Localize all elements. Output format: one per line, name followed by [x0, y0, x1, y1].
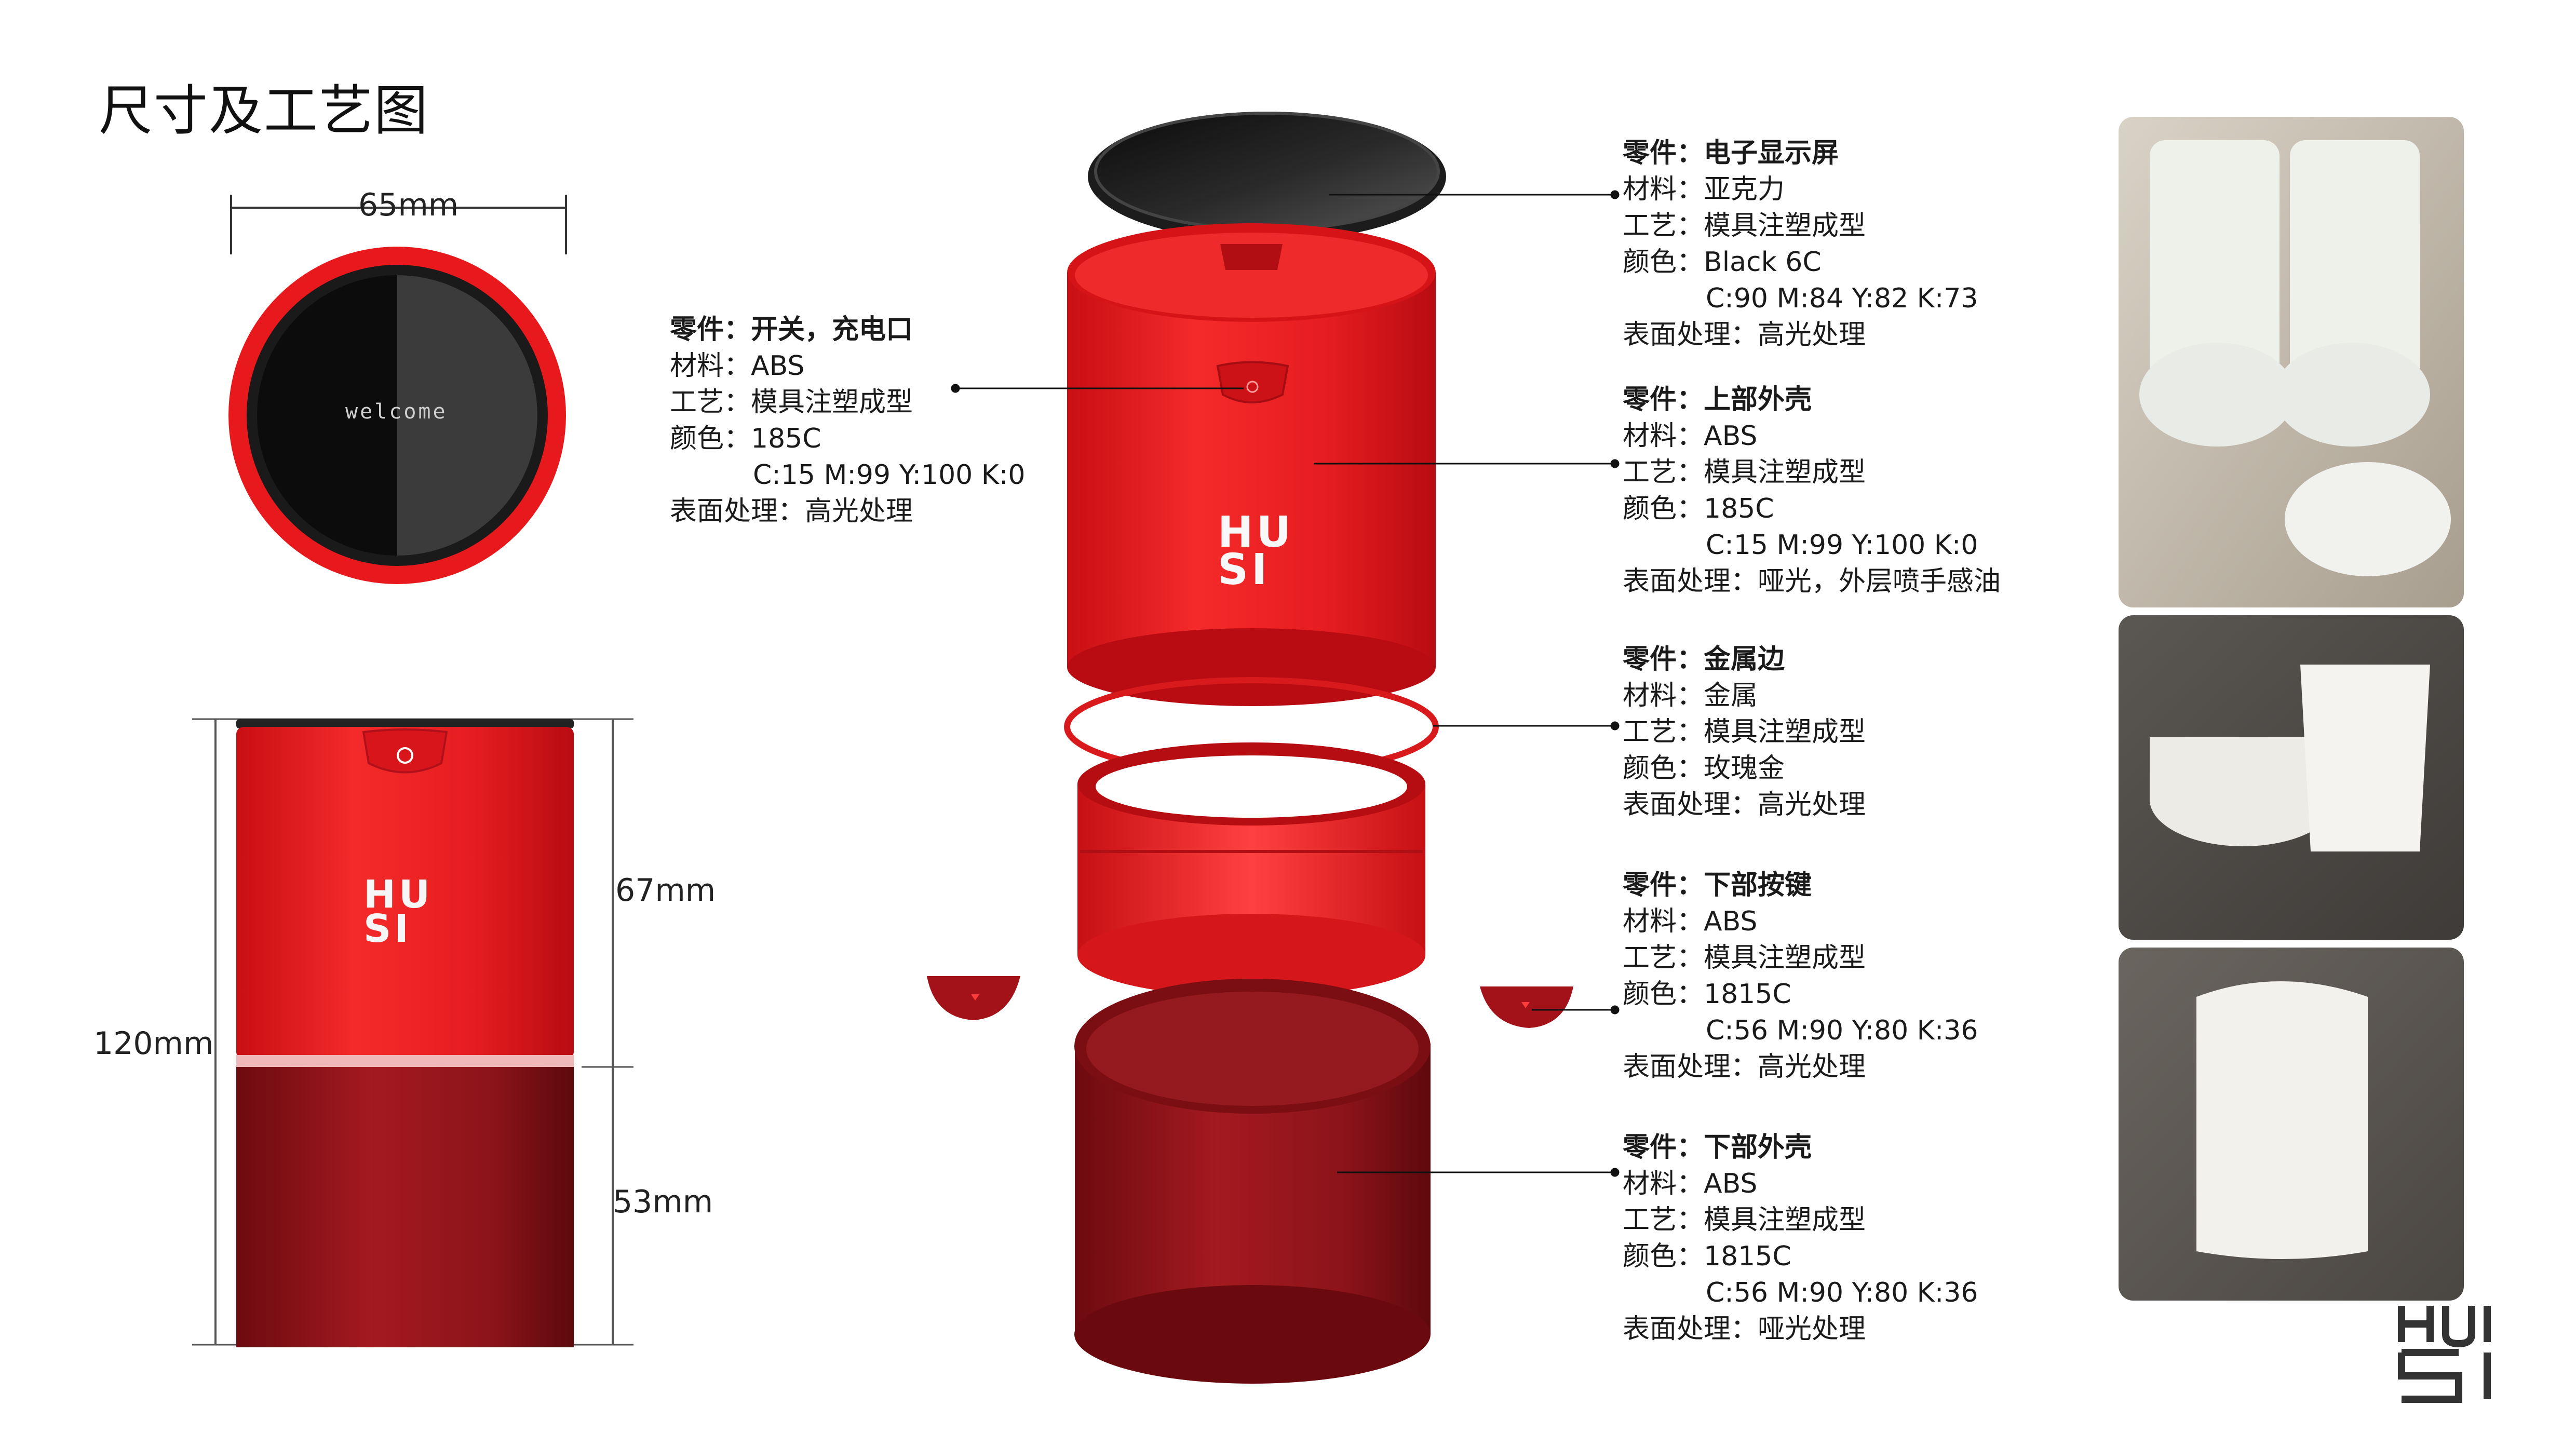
spec-lower-shell: 零件：下部外壳 材料：ABS 工艺：模具注塑成型 颜色：1815C C:56 M… — [1623, 1132, 1978, 1345]
screen-welcome-text: welcome — [345, 400, 448, 424]
spec-upper-shell: 零件：上部外壳 材料：ABS 工艺：模具注塑成型 颜色：185C C:15 M:… — [1623, 384, 2001, 597]
dim-width: 65mm — [358, 187, 459, 223]
dim-upper-height: 67mm — [615, 872, 716, 909]
spec-switch: 零件：开关，充电口 材料：ABS 工艺：模具注塑成型 颜色：185C C:15 … — [670, 314, 1026, 527]
spec-metal-edge: 零件：金属边 材料：金属 工艺：模具注塑成型 颜色：玫瑰金 表面处理：高光处理 — [1623, 644, 1866, 820]
front-view — [192, 718, 633, 1347]
photo-prototype-3 — [2119, 948, 2464, 1301]
huisi-logo — [2398, 1306, 2491, 1403]
spec-lower-button: 零件：下部按键 材料：ABS 工艺：模具注塑成型 颜色：1815C C:56 M… — [1623, 870, 1978, 1083]
leader-lines — [951, 190, 1620, 1177]
photo-prototype-1 — [2119, 117, 2464, 607]
top-view — [228, 195, 567, 584]
spec-display: 零件：电子显示屏 材料：亚克力 工艺：模具注塑成型 颜色：Black 6C C:… — [1623, 138, 1978, 350]
dim-lower-height: 53mm — [613, 1184, 713, 1220]
page-title: 尺寸及工艺图 — [99, 79, 429, 142]
exploded-view — [927, 112, 1573, 1384]
dim-total-height: 120mm — [93, 1025, 214, 1062]
photo-prototype-2 — [2119, 615, 2464, 940]
